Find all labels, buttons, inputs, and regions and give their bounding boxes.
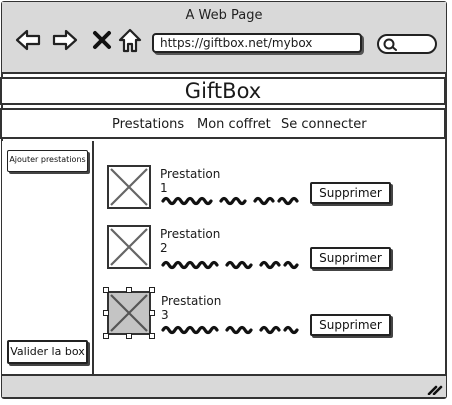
delete-button[interactable]: Supprimer (310, 247, 391, 269)
close-icon[interactable] (88, 26, 116, 54)
item-title: Prestation 3 (161, 294, 222, 322)
delete-button[interactable]: Supprimer (310, 314, 391, 336)
forward-arrow-icon[interactable] (51, 26, 79, 54)
scribble-text-placeholder (161, 325, 299, 335)
image-placeholder-icon (107, 225, 151, 269)
scribble-text-placeholder (161, 196, 299, 206)
nav-link-prestations[interactable]: Prestations (112, 117, 185, 132)
site-navbar: Prestations Mon coffret Se connecter (0, 108, 446, 139)
search-input[interactable] (377, 34, 437, 54)
browser-toolbar: A Web Page https://giftbox.net/mybox (2, 2, 446, 74)
item-title: Prestation 1 (160, 167, 221, 195)
validate-box-button[interactable]: Valider la box (7, 340, 88, 364)
scribble-text-placeholder (161, 260, 299, 270)
url-input[interactable]: https://giftbox.net/mybox (152, 33, 362, 53)
nav-link-mon-coffret[interactable]: Mon coffret (197, 117, 271, 132)
window-title: A Web Page (185, 8, 263, 23)
delete-button[interactable]: Supprimer (310, 182, 391, 204)
back-arrow-icon[interactable] (14, 26, 42, 54)
selection-handles[interactable] (103, 287, 155, 339)
home-icon[interactable] (116, 26, 144, 54)
nav-link-se-connecter[interactable]: Se connecter (281, 117, 367, 132)
item-title: Prestation 2 (160, 227, 221, 255)
image-placeholder-icon (107, 165, 151, 209)
add-prestations-button[interactable]: Ajouter prestations (7, 150, 88, 172)
resize-handle-icon[interactable] (427, 381, 443, 395)
status-bar (2, 374, 446, 397)
sidebar: Ajouter prestations Valider la box (2, 141, 94, 376)
search-icon (383, 38, 397, 51)
site-title: GiftBox (0, 77, 446, 105)
